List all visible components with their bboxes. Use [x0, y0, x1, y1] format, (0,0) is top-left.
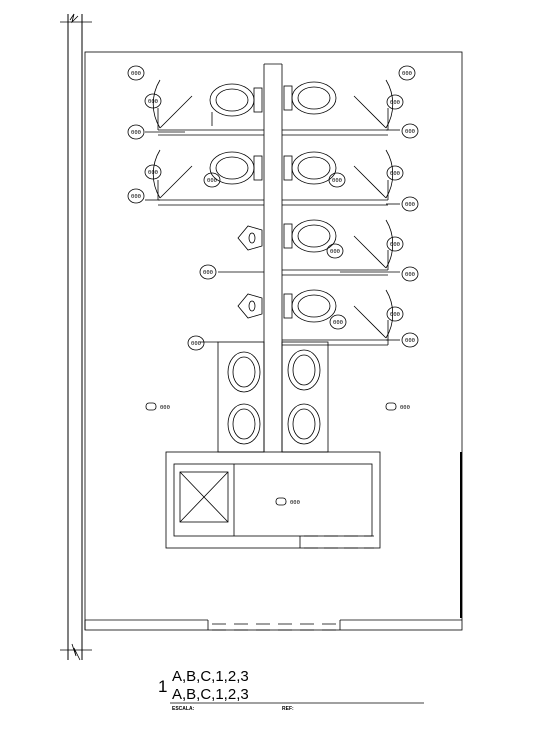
fixture-tag-label: 000 — [191, 341, 201, 347]
fixture-tag-bubble — [386, 306, 404, 322]
fixture-tag-bubble — [401, 123, 419, 139]
fixture-tag-label: 000 — [405, 338, 415, 344]
right-toilet-1 — [283, 81, 337, 115]
central-partition — [217, 63, 329, 453]
fixture-tag-bubble — [386, 165, 404, 181]
fixture-tag-label: 000 — [148, 170, 158, 176]
fixture-tag-bubble — [401, 266, 419, 282]
sink-left-1 — [227, 351, 261, 393]
left-toilet-2 — [209, 151, 263, 185]
fixture-tag-bubble — [127, 188, 145, 204]
fixture-tag-label: 000 — [390, 100, 400, 106]
fixture-tag-bubble — [127, 124, 145, 140]
fixture-tags: 000 000 000 000 000 000 000 000 000 000 000 000 000 0… — [127, 65, 419, 506]
title-line-2: A,B,C,1,2,3 — [172, 686, 249, 703]
fixture-tag-bubble — [401, 332, 419, 348]
floor-drain-icon — [385, 402, 397, 411]
fixture-tag-label: 000 — [148, 99, 158, 105]
fixture-tag-bubble — [144, 164, 162, 180]
sink-left-2 — [227, 403, 261, 445]
urinal-1 — [237, 225, 263, 251]
fixture-tag-label: 000 — [131, 71, 141, 77]
fixture-tag-bubble — [187, 335, 205, 351]
fixture-tag-label: 000 — [207, 178, 217, 184]
left-stalls — [152, 79, 264, 206]
fixture-tag-bubble — [127, 65, 145, 81]
fixture-tag-label: 000 — [390, 242, 400, 248]
fixture-tag-bubble — [328, 172, 346, 188]
fixture-tag-label: 000 — [390, 312, 400, 318]
floor-drain-label: 000 — [290, 500, 300, 506]
fixture-tag-bubble — [144, 93, 162, 109]
fixture-tag-bubble — [329, 314, 347, 330]
fixture-tag-label: 000 — [402, 71, 412, 77]
ref-label: REF: — [282, 706, 294, 712]
pipe-lines — [145, 129, 400, 343]
right-toilet-4 — [283, 289, 337, 323]
fixture-tag-label: 000 — [332, 178, 342, 184]
fixture-tag-label: 000 — [131, 194, 141, 200]
fixture-tag-bubble — [326, 243, 344, 259]
floor-drain-label: 000 — [400, 405, 410, 411]
fixture-tag-bubble — [203, 172, 221, 188]
sink-right-1 — [287, 349, 321, 391]
right-stalls — [282, 79, 394, 346]
fixture-tag-label: 000 — [131, 130, 141, 136]
fixture-tag-bubble — [398, 65, 416, 81]
title-line-1: A,B,C,1,2,3 — [172, 668, 249, 685]
urinal-2 — [237, 293, 263, 319]
floor-drain-label: 000 — [160, 405, 170, 411]
fixture-tag-label: 000 — [333, 320, 343, 326]
fixture-tag-label: 000 — [203, 270, 213, 276]
fixture-tag-bubble — [386, 236, 404, 252]
fixture-tag-label: 000 — [390, 171, 400, 177]
right-toilet-3 — [283, 219, 337, 253]
outer-walls — [60, 13, 463, 661]
title-block: 1 A,B,C,1,2,3 A,B,C,1,2,3 ESCALA: REF: — [158, 668, 424, 712]
fixture-tag-bubble — [401, 196, 419, 212]
left-toilet-1 — [209, 83, 263, 126]
floor-drain-icon — [145, 402, 157, 411]
right-toilet-2 — [283, 151, 337, 185]
duct-block — [165, 451, 381, 549]
fixture-tag-label: 000 — [405, 272, 415, 278]
fixture-tag-bubble — [199, 264, 217, 280]
title-number: 1 — [158, 677, 167, 696]
sink-right-2 — [287, 403, 321, 445]
fixture-tag-label: 000 — [405, 129, 415, 135]
floor-drain-icon — [275, 497, 287, 506]
fixture-tag-label: 000 — [330, 249, 340, 255]
fixture-tag-label: 000 — [405, 202, 415, 208]
escala-label: ESCALA: — [172, 706, 195, 712]
fixture-tag-bubble — [386, 94, 404, 110]
